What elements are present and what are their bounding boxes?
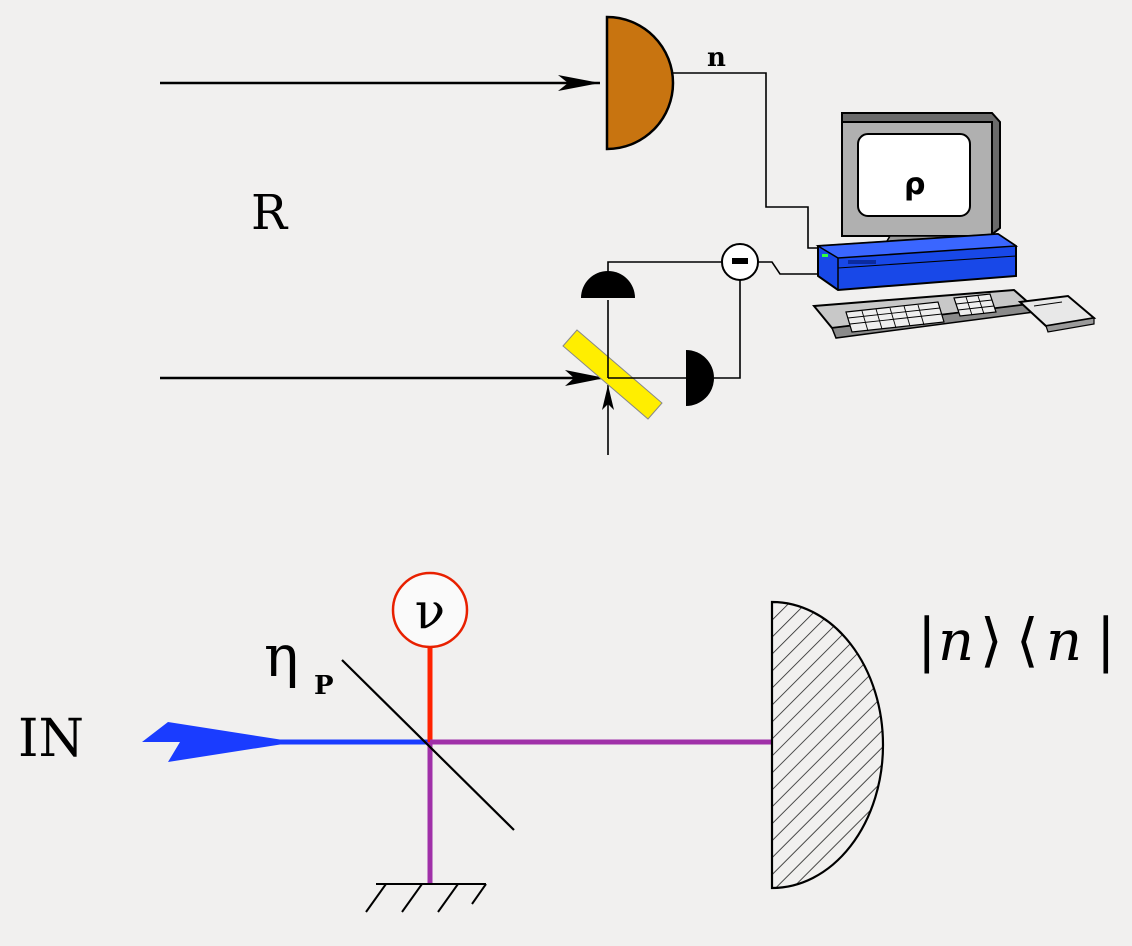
label-n: n [707,43,726,73]
wire-right-detector [714,280,741,379]
hatched-detector [770,600,885,890]
projector-bra-n: n [1046,609,1082,674]
bottom-panel: IN ν η P | n [18,571,1116,913]
homodyne-signal-wire [758,261,820,275]
projector-ket-close: ⟩ [980,606,1003,674]
detector-right [686,350,714,406]
projector-bra-open: ⟨ [1016,606,1039,674]
input-beam [142,722,432,762]
subtractor [721,243,759,281]
local-oscillator-beam [602,385,614,455]
nu-mode-circle [391,571,469,649]
projector-label: | n ⟩ ⟨ n | [917,606,1116,674]
projector-ket-n: n [938,609,974,674]
ground-symbol [365,883,487,913]
upper-beam [160,75,600,91]
label-in: IN [18,709,84,769]
label-eta-subscript: P [314,671,334,701]
projector-bar-right: | [1096,606,1116,674]
projector-bar-left: | [917,606,937,674]
label-eta-symbol: η [264,622,299,690]
detector-upper [581,271,635,298]
label-rho: ρ [904,167,925,202]
label-eta: η [264,622,299,690]
lower-beam [160,370,605,386]
label-nu: ν [415,582,445,640]
computer-icon: ρ [812,112,1097,339]
label-R: R [251,185,289,241]
count-signal-wire [673,72,822,249]
wire-upper-detector [607,261,722,272]
beam-splitter-eta [341,659,515,831]
top-panel: n R [160,15,1097,455]
photodetector [605,15,675,151]
